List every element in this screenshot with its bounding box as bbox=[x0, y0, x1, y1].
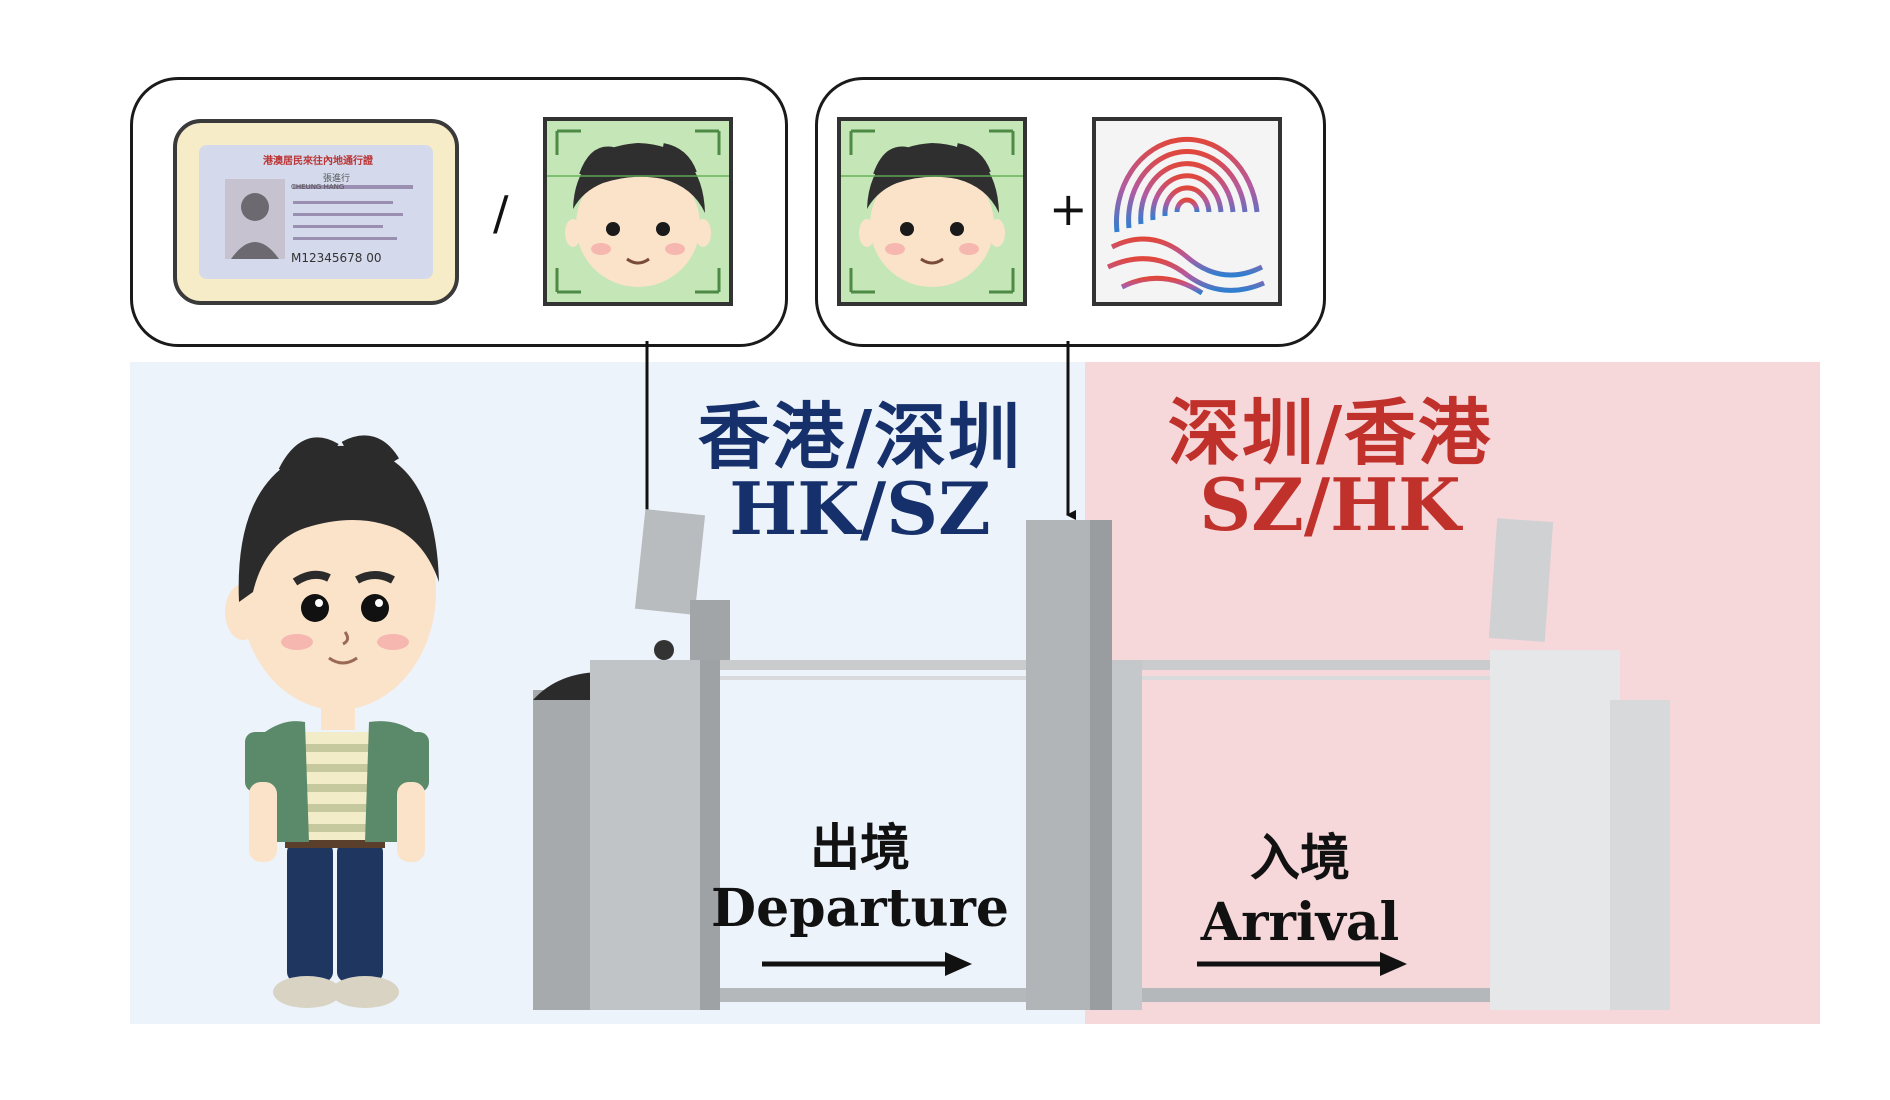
face-scan-icon bbox=[837, 117, 1027, 306]
hk-sz-title-cn: 香港/深圳 bbox=[697, 395, 1023, 479]
arrival-label-cn: 入境 bbox=[1250, 829, 1350, 887]
plus-separator: + bbox=[1049, 182, 1088, 236]
sz-hk-title-cn: 深圳/香港 bbox=[1167, 391, 1493, 475]
or-separator: / bbox=[493, 186, 509, 240]
arrival-gate-kiosk bbox=[1488, 518, 1670, 1010]
fingerprint-icon bbox=[1092, 117, 1282, 306]
sz-hk-zone-background bbox=[1085, 362, 1820, 1024]
id-card-icon: 港澳居民來往內地通行證 張進行 CHEUNG HANG M12345678 00 bbox=[173, 119, 459, 305]
face-scan-icon bbox=[543, 117, 733, 306]
id-card-number: M12345678 00 bbox=[291, 251, 382, 265]
departure-label-en: Departure bbox=[711, 878, 1009, 939]
departure-label-cn: 出境 bbox=[810, 819, 910, 877]
departure-gate-kiosk bbox=[533, 509, 730, 1010]
traveler-character bbox=[225, 435, 439, 1008]
id-card-name-cn: 張進行 bbox=[323, 174, 351, 184]
middle-gate-pillar bbox=[1026, 520, 1142, 1010]
id-card-name-en: CHEUNG HANG bbox=[291, 183, 345, 191]
arrival-label-en: Arrival bbox=[1200, 892, 1400, 953]
sz-hk-title-en: SZ/HK bbox=[1199, 462, 1461, 547]
hk-sz-title-en: HK/SZ bbox=[729, 466, 991, 551]
id-card-header: 港澳居民來往內地通行證 bbox=[263, 156, 373, 167]
